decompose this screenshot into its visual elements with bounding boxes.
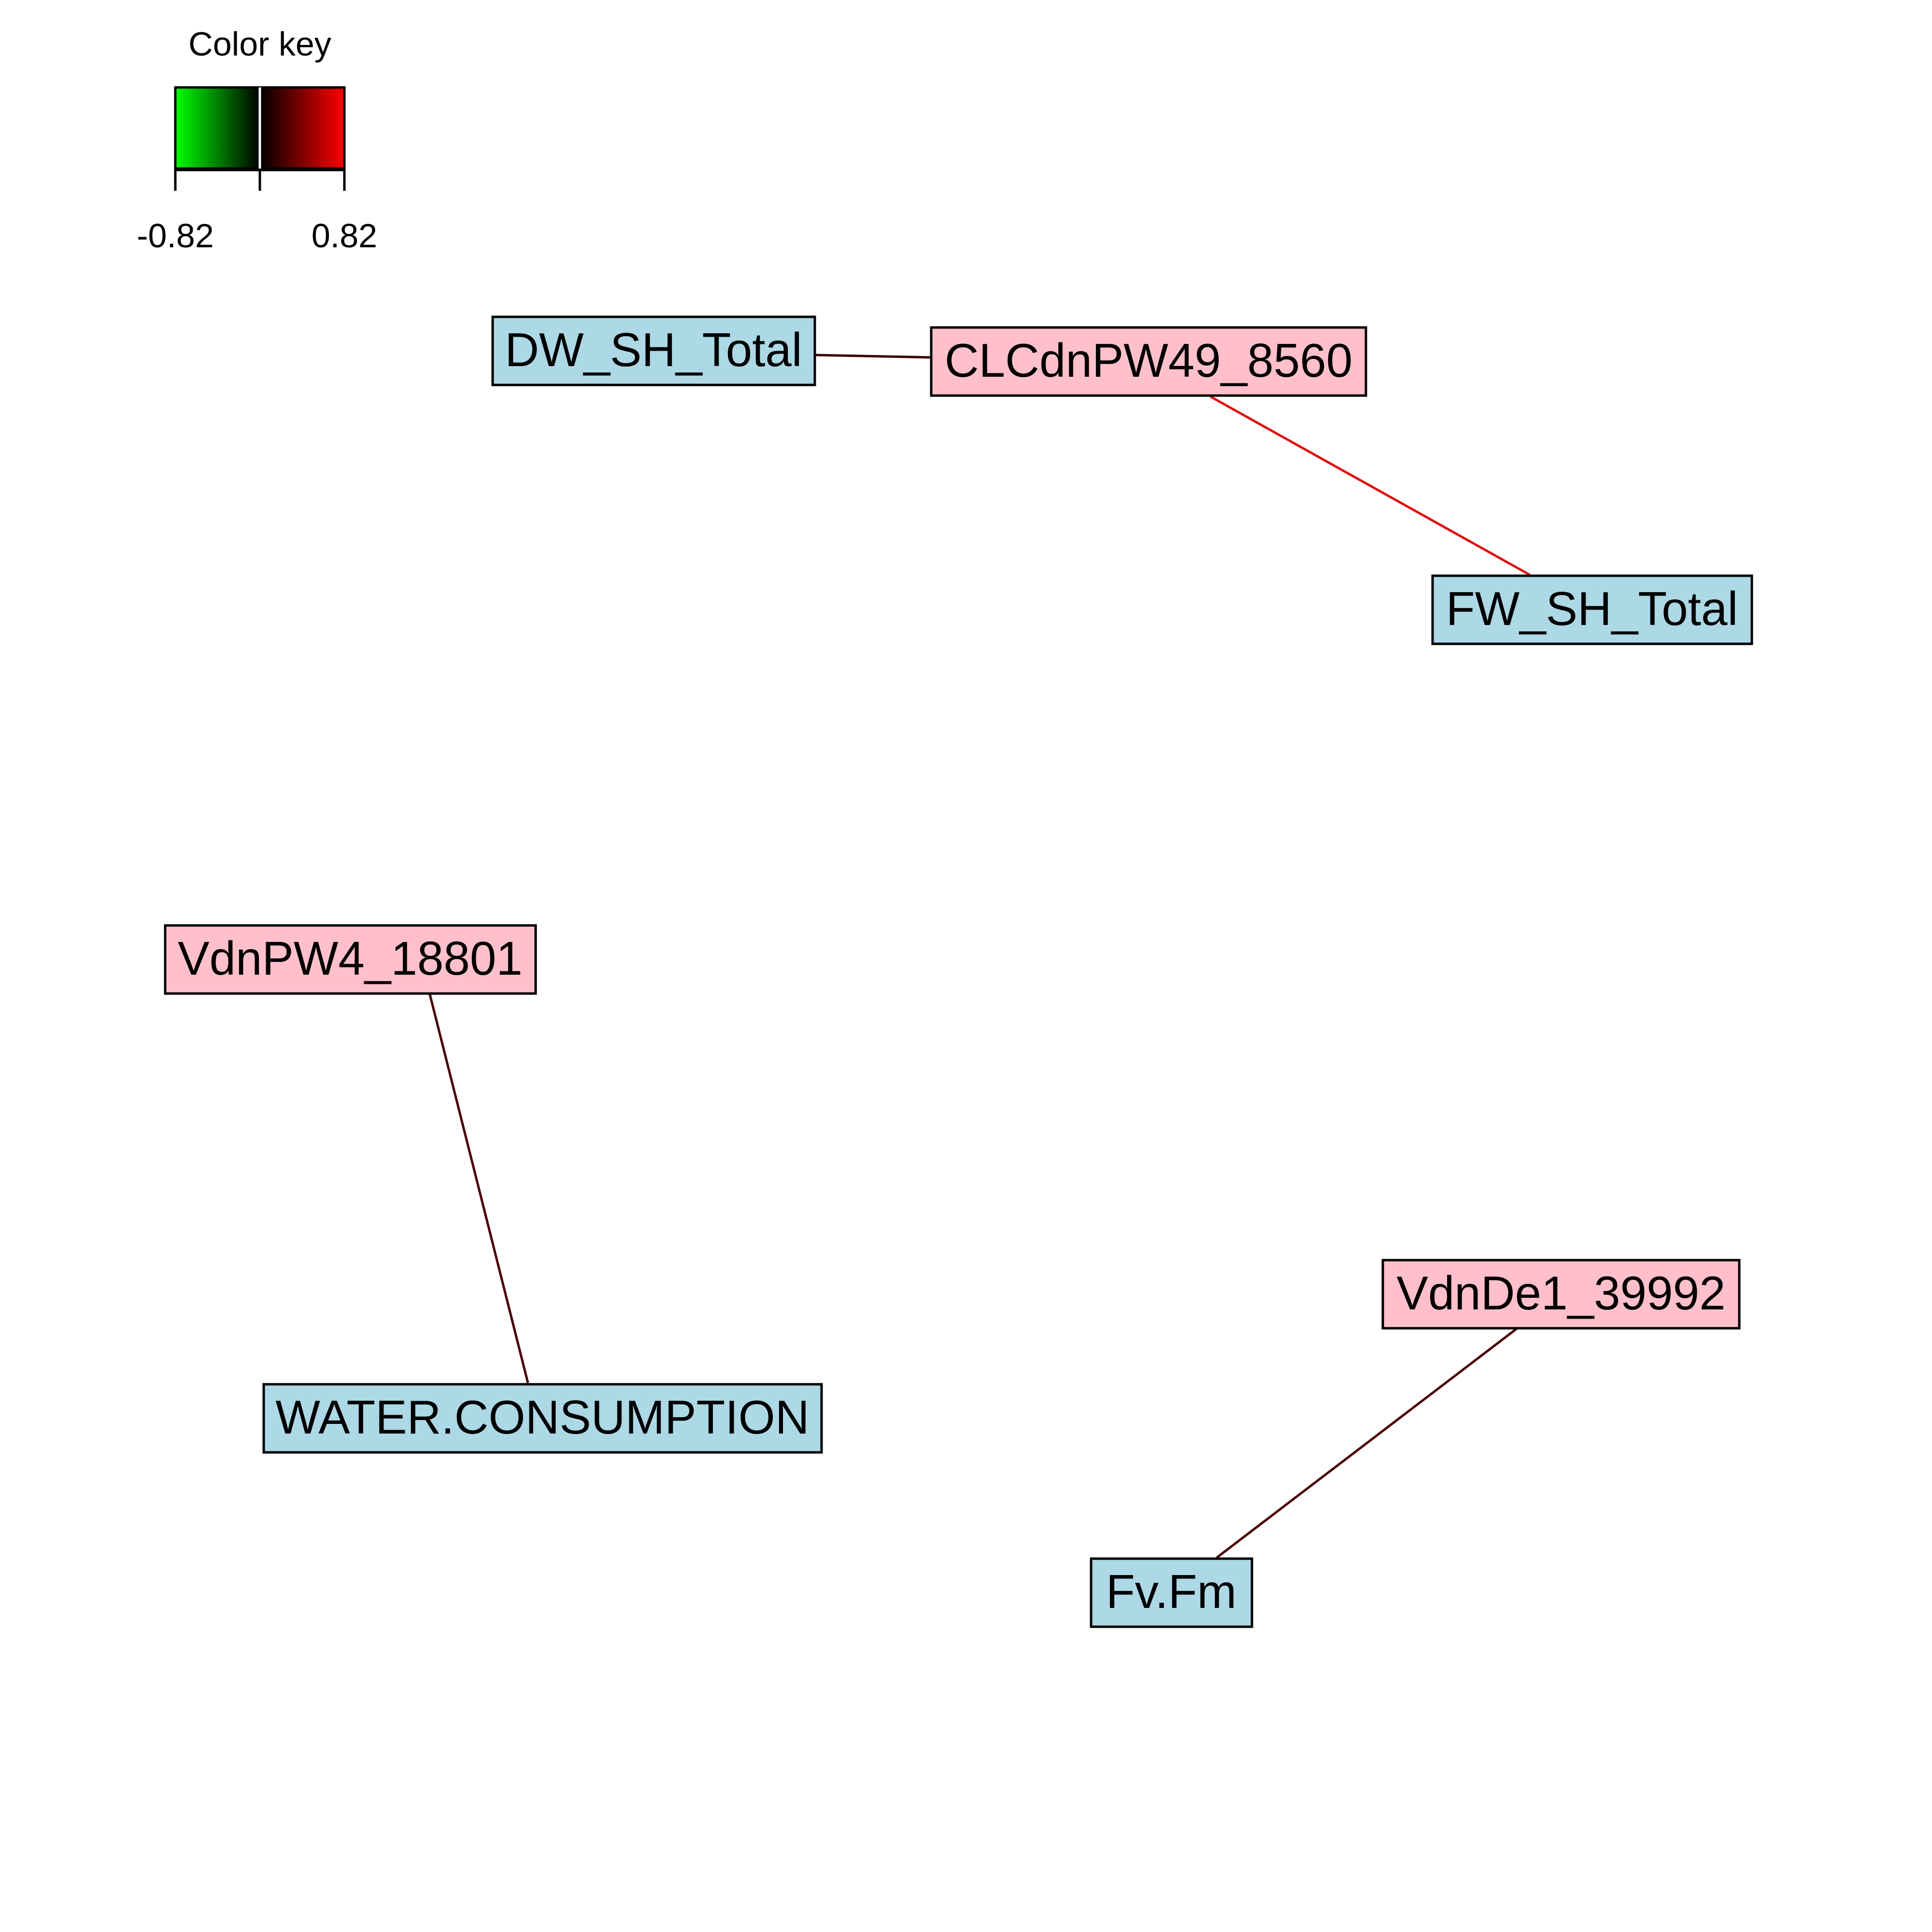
node-label: VdnPW4_18801 [178, 932, 523, 985]
node-label: WATER.CONSUMPTION [275, 1391, 809, 1444]
nodes: DW_SH_Total CLCdnPW49_8560 FW_SH_Total V… [164, 315, 1753, 1628]
node-label: FW_SH_Total [1446, 582, 1738, 635]
node-fw-sh-total[interactable]: FW_SH_Total [1431, 574, 1753, 645]
node-water-consumption[interactable]: WATER.CONSUMPTION [262, 1383, 823, 1454]
color-key-max-label: 0.82 [312, 217, 377, 255]
node-label: Fv.Fm [1106, 1565, 1236, 1618]
color-key-min-label: -0.82 [137, 217, 214, 255]
node-vdnde1-39992[interactable]: VdnDe1_39992 [1381, 1259, 1741, 1330]
color-key-negative-gradient [175, 87, 260, 169]
node-label: VdnDe1_39992 [1396, 1266, 1725, 1320]
edge-vp-wc [428, 994, 529, 1383]
edges [428, 354, 1531, 1559]
node-clcdnpw49-8560[interactable]: CLCdnPW49_8560 [930, 326, 1367, 397]
node-fv-fm[interactable]: Fv.Fm [1090, 1557, 1253, 1628]
color-key-positive-gradient [260, 87, 344, 169]
node-label: DW_SH_Total [505, 323, 802, 376]
color-key: Color key -0.82 0.82 [137, 25, 377, 255]
node-vdnpw4-18801[interactable]: VdnPW4_18801 [164, 924, 537, 995]
edge-dw-cl [814, 354, 932, 359]
node-dw-sh-total[interactable]: DW_SH_Total [491, 315, 816, 386]
color-key-title: Color key [188, 25, 331, 63]
edge-cl-fw [1209, 395, 1531, 576]
node-label: CLCdnPW49_8560 [945, 334, 1352, 387]
edge-vd-fv [1216, 1328, 1518, 1559]
